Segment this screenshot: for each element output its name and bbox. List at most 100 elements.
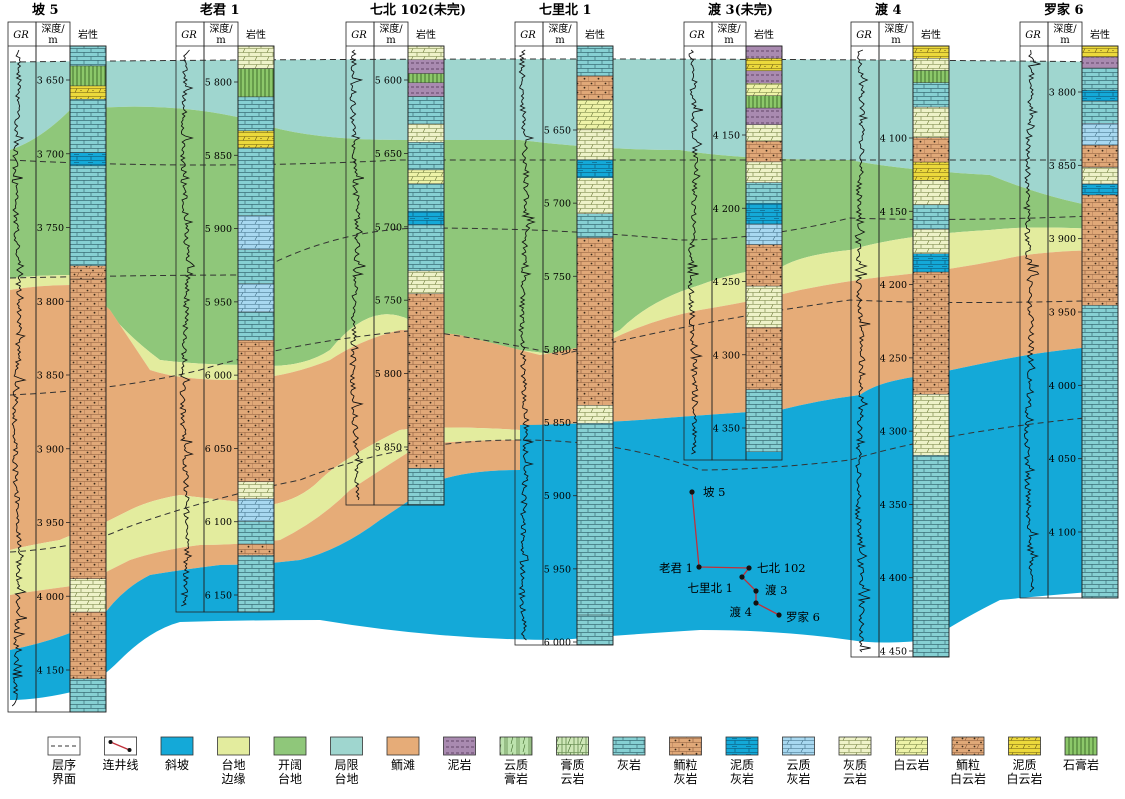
lithology-layer	[407, 211, 445, 226]
well-location-label: 老君 1	[659, 561, 693, 575]
gr-curve	[179, 49, 196, 607]
lithology-layer	[69, 99, 107, 153]
lithology-layer	[745, 327, 783, 390]
depth-label: 4 000	[37, 592, 64, 603]
legend-label: 灰岩	[673, 771, 697, 786]
lithology-track	[69, 45, 107, 713]
lithology-layer	[1081, 89, 1119, 102]
legend-item: 泥岩	[443, 736, 476, 772]
depth-label: 3 850	[37, 371, 64, 382]
legend-swatch	[273, 736, 307, 756]
depth-label: 4 150	[880, 207, 907, 218]
gr-header: GR	[689, 30, 705, 41]
legend-label: 边缘	[221, 772, 245, 786]
legend-swatch	[1008, 736, 1041, 756]
legend-label: 白云岩	[1006, 771, 1042, 786]
depth-label: 4 300	[713, 350, 740, 361]
lithology-layer	[912, 229, 950, 254]
lithology-layer	[576, 423, 614, 616]
depth-label: 5 800	[205, 78, 232, 89]
lithology-header: 岩性	[585, 28, 605, 41]
lithology-layer	[237, 498, 275, 522]
well-location-dot	[696, 564, 702, 570]
well-name: 坡 5	[32, 2, 59, 18]
depth-header: 深度/	[41, 22, 65, 35]
lithology-layer	[576, 405, 614, 424]
depth-label: 5 700	[375, 222, 402, 233]
legend-item: 灰岩	[612, 736, 646, 772]
depth-label: 5 650	[544, 126, 571, 137]
lithology-layer	[912, 82, 950, 108]
zone-open-platform	[10, 106, 1115, 367]
well-name: 七北 102(未完)	[370, 2, 466, 18]
lithology-layer	[407, 169, 445, 184]
lithology-layer	[237, 147, 275, 217]
lithology-layer	[407, 123, 445, 143]
legend-item: 斜坡	[160, 736, 194, 772]
legend-label: 白云岩	[893, 757, 929, 772]
gr-curve	[349, 49, 366, 501]
legend-swatch	[499, 736, 533, 756]
depth-label: 4 000	[1049, 381, 1076, 392]
lithology-layer	[912, 271, 950, 395]
sequence-boundary-line	[9, 58, 1116, 63]
depth-header: 深度/	[548, 22, 572, 35]
legend-swatch	[838, 736, 872, 756]
lithology-layer	[912, 45, 950, 59]
well-name: 七里北 1	[539, 3, 592, 18]
well-location-label: 七里北 1	[688, 581, 733, 595]
lithology-header: 岩性	[78, 28, 98, 41]
lithology-layer	[237, 481, 275, 500]
depth-label: 6 000	[544, 638, 571, 649]
depth-label: 3 850	[1049, 161, 1076, 172]
gr-curve	[686, 49, 704, 455]
zone-oolite-shoal	[10, 250, 1115, 550]
legend-label: 云质	[786, 758, 810, 772]
well-location-dot	[753, 588, 759, 594]
depth-header: m	[724, 35, 734, 46]
lithology-layer	[745, 83, 783, 96]
lithology-track	[745, 45, 783, 461]
legend-swatch	[1064, 736, 1098, 756]
depth-label: 4 100	[1049, 528, 1076, 539]
legend-label: 白云岩	[950, 771, 986, 786]
depth-label: 6 150	[205, 591, 232, 602]
lithology-layer	[237, 249, 275, 284]
legend-label: 鲕粒	[673, 757, 697, 772]
zone-slope	[10, 345, 1115, 700]
depth-label: 4 200	[713, 204, 740, 215]
gr-header: GR	[13, 30, 29, 41]
lithology-layer	[69, 165, 107, 266]
depth-label: 4 250	[880, 353, 907, 364]
depth-label: 4 400	[880, 573, 907, 584]
sequence-boundaries	[9, 58, 1116, 553]
lithology-layer	[576, 614, 614, 646]
legend-swatch	[725, 736, 759, 756]
lithology-layer	[745, 124, 783, 142]
lithology-layer	[69, 611, 107, 679]
depth-header: 深度/	[1053, 22, 1077, 35]
lithology-layer	[237, 340, 275, 483]
legend-label: 云岩	[560, 771, 584, 786]
lithology-header: 岩性	[1090, 28, 1110, 41]
depth-label: 3 950	[1049, 308, 1076, 319]
legend-swatch	[160, 736, 194, 756]
gr-header: GR	[856, 30, 872, 41]
depth-label: 5 900	[544, 491, 571, 502]
gr-header: GR	[351, 30, 367, 41]
depth-label: 3 950	[37, 518, 64, 529]
legend-item: 白云岩	[893, 736, 930, 772]
gr-header: GR	[181, 30, 197, 41]
lithology-track	[407, 45, 445, 506]
lithology-header: 岩性	[921, 28, 941, 41]
lithology-header: 岩性	[754, 28, 774, 41]
depth-header: m	[891, 35, 901, 46]
legend-label: 连井线	[102, 757, 138, 772]
lithology-layer	[69, 678, 107, 713]
depth-label: 4 350	[713, 424, 740, 435]
